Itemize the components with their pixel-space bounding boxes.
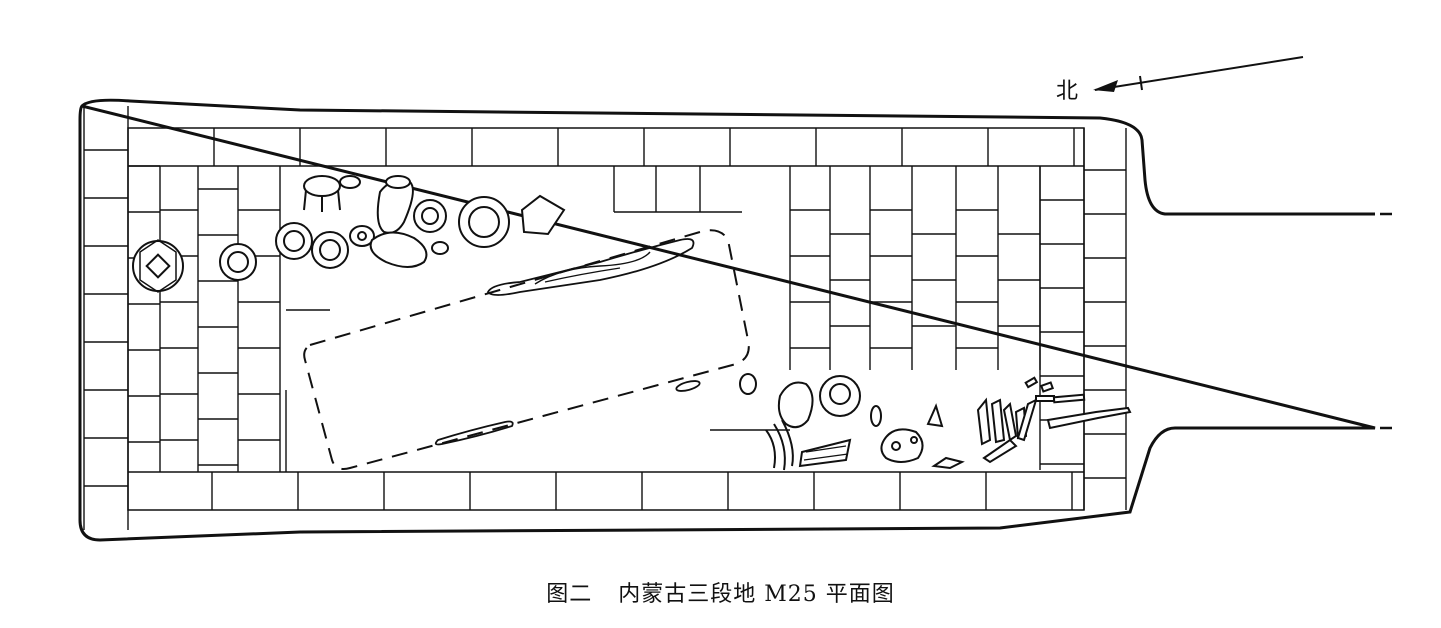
- coffin-outline: [303, 229, 750, 470]
- bone-fragment: [675, 380, 701, 392]
- tomb-outline: [78, 98, 1376, 542]
- figure-number: 图二: [546, 582, 593, 607]
- artifact-cluster-right: [739, 373, 1132, 471]
- figure-caption: 图二内蒙古三段地 M25 平面图: [0, 576, 1441, 608]
- artifact-cluster-left: [132, 175, 566, 293]
- figure-title: 内蒙古三段地 M25 平面图: [618, 582, 895, 607]
- north-label: 北: [1056, 79, 1078, 104]
- bone-lower: [434, 420, 514, 446]
- north-arrow: 北: [1056, 56, 1304, 104]
- bone-upper: [486, 238, 695, 296]
- brick-floor: [83, 106, 1127, 530]
